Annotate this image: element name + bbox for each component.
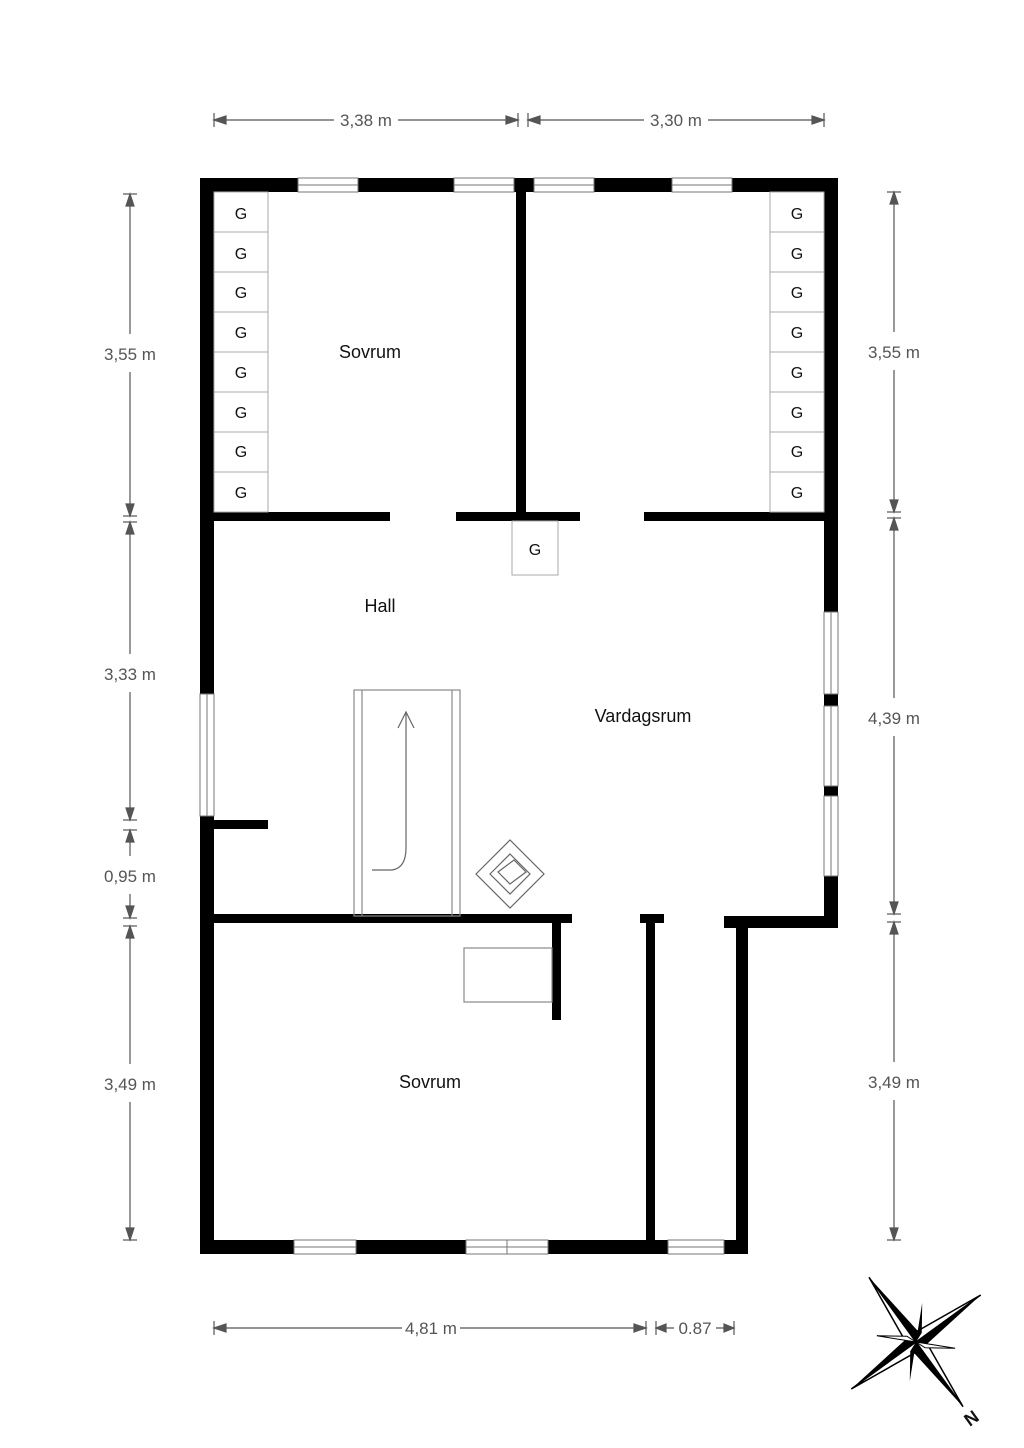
room-label-sovrum-bottom: Sovrum [399, 1072, 461, 1092]
closet-label: G [791, 285, 803, 302]
compass-north-label: N [960, 1406, 982, 1430]
dimension-right-2: 4,39 m [868, 709, 920, 728]
closet-label: G [791, 485, 803, 502]
compass-icon: N [850, 1276, 982, 1430]
windows [199, 177, 839, 1255]
dimension-top-right: 3,30 m [650, 111, 702, 130]
closet-right [769, 191, 825, 513]
closet-label: G [235, 206, 247, 223]
closet-labels: G G G G G G G G G G G G G G G G G [235, 206, 803, 559]
dimension-left-3: 0,95 m [104, 867, 156, 886]
closet-hall [511, 520, 559, 576]
dimension-lines [123, 113, 901, 1335]
closet-label: G [235, 365, 247, 382]
dimension-left-1: 3,55 m [104, 345, 156, 364]
dimension-left-4: 3,49 m [104, 1075, 156, 1094]
closet-label: G [235, 405, 247, 422]
closet-label: G [235, 325, 247, 342]
dimension-bottom-left: 4,81 m [405, 1319, 457, 1338]
closet-label: G [235, 444, 247, 461]
closet-label: G [791, 405, 803, 422]
staircase [353, 689, 461, 917]
closet-label: G [529, 542, 541, 559]
closet-label: G [235, 246, 247, 263]
closet-label: G [791, 206, 803, 223]
room-label-vardagsrum: Vardagsrum [595, 706, 692, 726]
dimension-left-2: 3,33 m [104, 665, 156, 684]
dimension-bottom-right: 0.87 [678, 1319, 711, 1338]
stove-icon [475, 839, 545, 909]
closet-left [213, 191, 269, 513]
closet-label: G [235, 285, 247, 302]
closet-label: G [791, 246, 803, 263]
dimension-right-3: 3,49 m [868, 1073, 920, 1092]
closet-label: G [791, 325, 803, 342]
bench [463, 947, 553, 1003]
walls [200, 178, 838, 1254]
closet-label: G [791, 444, 803, 461]
closet-label: G [791, 365, 803, 382]
dimension-right-1: 3,55 m [868, 343, 920, 362]
room-label-sovrum-top: Sovrum [339, 342, 401, 362]
room-label-hall: Hall [364, 596, 395, 616]
dimension-top-left: 3,38 m [340, 111, 392, 130]
closet-label: G [235, 485, 247, 502]
